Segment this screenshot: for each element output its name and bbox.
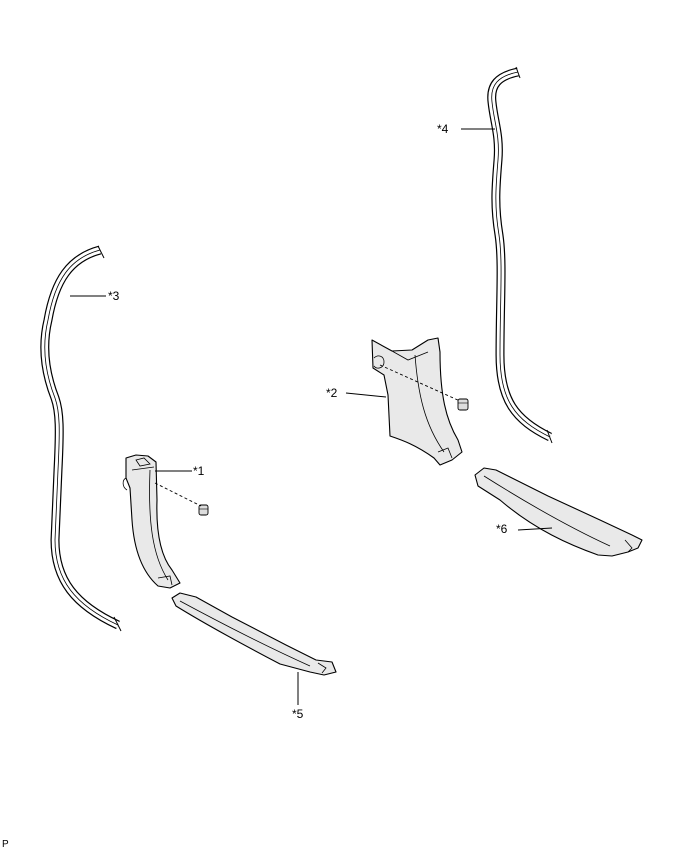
callout-1: *1 [193,464,205,478]
callout-3: *3 [108,289,120,303]
pillar-trim-front [122,454,181,589]
callout-6: *6 [496,522,508,536]
callout-2: *2 [326,386,338,400]
weatherstrip-left [40,245,122,632]
pillar-trim-rear [371,337,463,466]
leader-lines [70,128,553,705]
scuff-plate-rear [474,467,643,557]
weatherstrip-right [487,66,553,444]
scuff-plate-front [171,592,337,676]
install-line-rear-clip [379,364,461,402]
install-line-front-clip [154,482,202,507]
callout-5: *5 [292,707,304,721]
reference-code: P [2,839,9,850]
clip-front [198,504,209,516]
clip-rear [457,398,469,411]
callout-4: *4 [437,122,449,136]
